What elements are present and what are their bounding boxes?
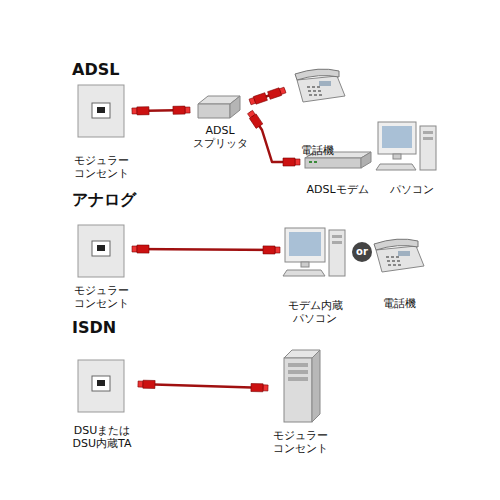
device-node: モジュラー コンセント [70, 225, 132, 310]
section-heading: ADSL [72, 60, 119, 79]
device-node: モジュラー コンセント [70, 85, 132, 180]
device-caption: ADSLモデム [300, 183, 375, 196]
cable-connector [138, 380, 268, 392]
personal-computer [283, 228, 345, 276]
or-label: or [352, 242, 372, 262]
cable-connector [249, 87, 286, 105]
device-caption: DSUまたは DSU内蔵TA [66, 424, 138, 450]
device-node: モデム内蔵 パソコン [280, 225, 350, 325]
personal-computer [376, 122, 436, 170]
telephone [295, 69, 345, 102]
telephone [374, 239, 424, 272]
device-caption: モジュラー コンセント [70, 284, 132, 310]
device-node: ADSL スプリッタ [190, 90, 250, 150]
device-caption: モジュラー コンセント [70, 154, 132, 180]
splitter-box [198, 96, 240, 118]
or-badge [352, 242, 372, 262]
tower-unit [284, 350, 320, 422]
device-caption: モジュラー コンセント [268, 429, 332, 455]
device-caption: 電話機 [368, 297, 430, 310]
section-heading: ISDN [72, 318, 116, 337]
cable-connector [132, 106, 190, 115]
wall-outlet [78, 360, 124, 412]
device-node: パソコン [378, 118, 446, 196]
section-heading: アナログ [72, 190, 136, 211]
device-node: モジュラー コンセント [268, 345, 332, 455]
device-node: ADSLモデム [300, 158, 375, 196]
device-caption: パソコン [378, 183, 446, 196]
cable-connector [132, 245, 280, 254]
device-caption: ADSL スプリッタ [190, 124, 250, 150]
device-node: 電話機 [285, 62, 350, 157]
wall-outlet [78, 225, 124, 277]
wall-outlet [78, 85, 124, 137]
device-node: DSUまたは DSU内蔵TA [66, 358, 138, 450]
cable-connector [248, 110, 301, 166]
device-caption: 電話機 [285, 144, 350, 157]
device-node: 電話機 [368, 232, 430, 310]
device-caption: モデム内蔵 パソコン [280, 299, 350, 325]
